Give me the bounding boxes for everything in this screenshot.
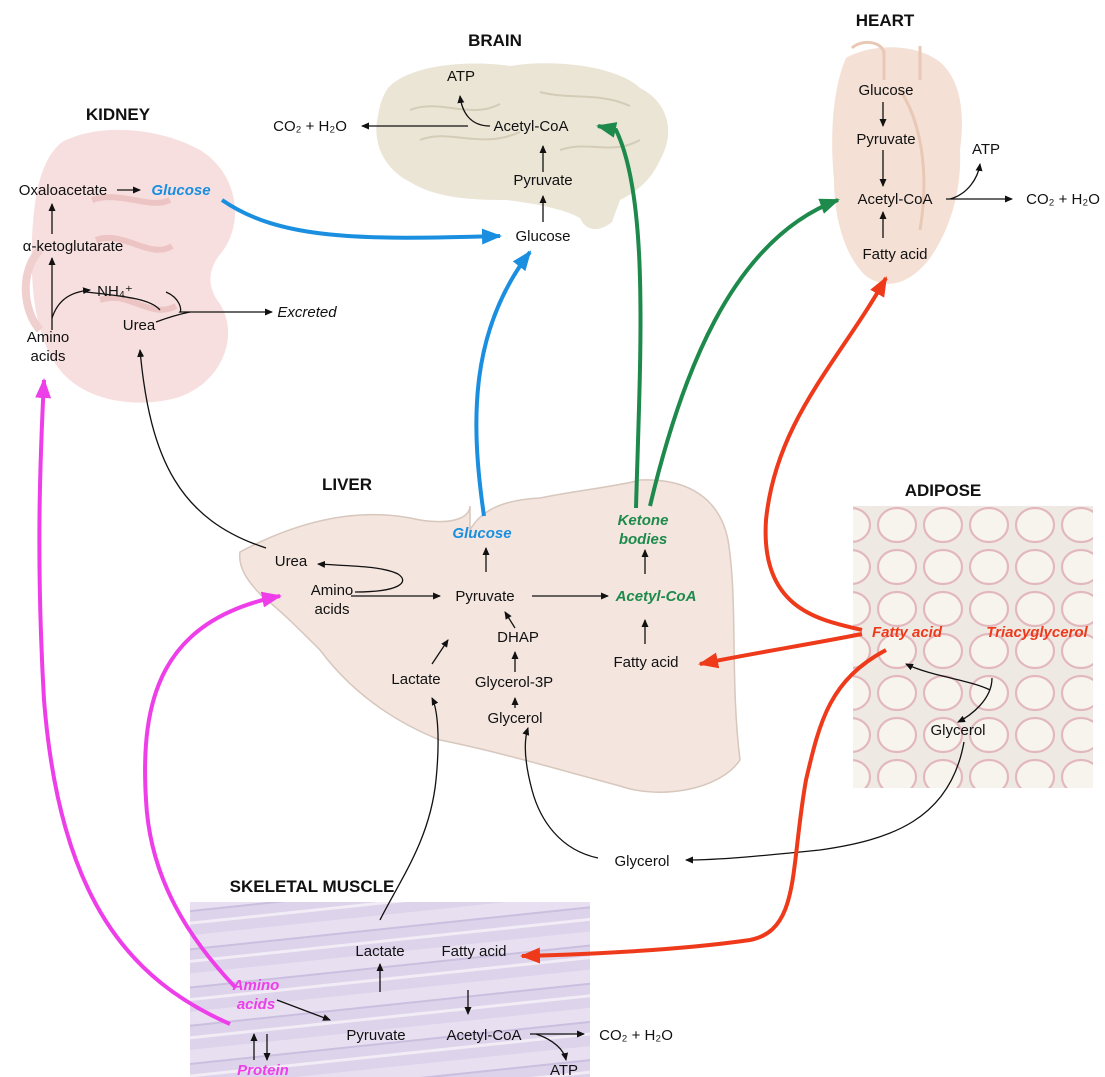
- adipose-glycerol-label: Glycerol: [930, 722, 985, 739]
- amino-acid-flows: [35, 378, 282, 1026]
- muscle-title: SKELETAL MUSCLE: [230, 877, 395, 896]
- muscle-pyruvate-label: Pyruvate: [346, 1027, 405, 1044]
- kidney-image: [21, 129, 236, 403]
- adipose-title: ADIPOSE: [905, 481, 982, 500]
- brain-pyruvate-label: Pyruvate: [513, 172, 572, 189]
- kidney-alpha-ketoglutarate-label: α-ketoglutarate: [23, 238, 123, 255]
- muscle-fatty-acid-label: Fatty acid: [441, 943, 506, 960]
- heart-pyruvate-label: Pyruvate: [856, 131, 915, 148]
- adipose-fatty-acid-label: Fatty acid: [872, 624, 943, 641]
- kidney-excreted-label: Excreted: [277, 304, 337, 321]
- heart-title: HEART: [856, 11, 915, 30]
- muscle-acids-label: acids: [237, 996, 275, 1013]
- liver-title: LIVER: [322, 475, 372, 494]
- liver-glycerol-label: Glycerol: [487, 710, 542, 727]
- brain-title: BRAIN: [468, 31, 522, 50]
- liver-acids-label: acids: [314, 601, 349, 618]
- ketone-flows: [596, 122, 840, 509]
- brain-image: [376, 63, 669, 230]
- liver-fatty-acid-label: Fatty acid: [613, 654, 678, 671]
- brain-acetyl-coa-label: Acetyl-CoA: [493, 118, 568, 135]
- adipose-triacylglycerol-label: Triacyglycerol: [986, 624, 1088, 641]
- reaction-arrows: [48, 95, 1013, 1061]
- glucose-flows: [220, 198, 532, 517]
- adipose-image: [853, 506, 1093, 788]
- heart-glucose-label: Glucose: [858, 82, 913, 99]
- kidney-amino-label: Amino: [27, 329, 70, 346]
- liver-pyruvate-label: Pyruvate: [455, 588, 514, 605]
- liver-bodies-label: bodies: [619, 531, 667, 548]
- heart-co2-h2o-label: CO₂ + H₂O: [1026, 191, 1100, 208]
- blood-glycerol-label: Glycerol: [614, 853, 669, 870]
- muscle-lactate-label: Lactate: [355, 943, 404, 960]
- muscle-acetyl-coa-label: Acetyl-CoA: [446, 1027, 521, 1044]
- liver-acetyl-coa-label: Acetyl-CoA: [615, 588, 697, 605]
- muscle-amino-label: Amino: [232, 977, 280, 994]
- brain-atp-label: ATP: [447, 68, 475, 85]
- kidney-oxaloacetate-label: Oxaloacetate: [19, 182, 107, 199]
- fatty-acid-flows: [520, 276, 888, 964]
- muscle-co2-h2o-label: CO₂ + H₂O: [599, 1027, 673, 1044]
- brain-co2-h2o-label: CO₂ + H₂O: [273, 118, 347, 135]
- liver-ketone-label: Ketone: [618, 512, 669, 529]
- heart-atp-label: ATP: [972, 141, 1000, 158]
- liver-glycerol-3p-label: Glycerol-3P: [475, 674, 553, 691]
- kidney-nh4-label: NH₄⁺: [97, 283, 133, 300]
- muscle-protein-label: Protein: [237, 1062, 289, 1077]
- liver-glucose-label: Glucose: [452, 525, 511, 542]
- liver-urea-label: Urea: [275, 553, 308, 570]
- kidney-urea-label: Urea: [123, 317, 156, 334]
- kidney-glucose-label: Glucose: [151, 182, 210, 199]
- muscle-image: [190, 902, 590, 1077]
- muscle-atp-label: ATP: [550, 1062, 578, 1077]
- heart-image: [832, 41, 962, 284]
- brain-glucose-label: Glucose: [515, 228, 570, 245]
- liver-dhap-label: DHAP: [497, 629, 539, 646]
- heart-acetyl-coa-label: Acetyl-CoA: [857, 191, 932, 208]
- kidney-title: KIDNEY: [86, 105, 151, 124]
- liver-amino-label: Amino: [311, 582, 354, 599]
- liver-lactate-label: Lactate: [391, 671, 440, 688]
- liver-image: [238, 479, 741, 793]
- heart-fatty-acid-label: Fatty acid: [862, 246, 927, 263]
- kidney-acids-label: acids: [30, 348, 65, 365]
